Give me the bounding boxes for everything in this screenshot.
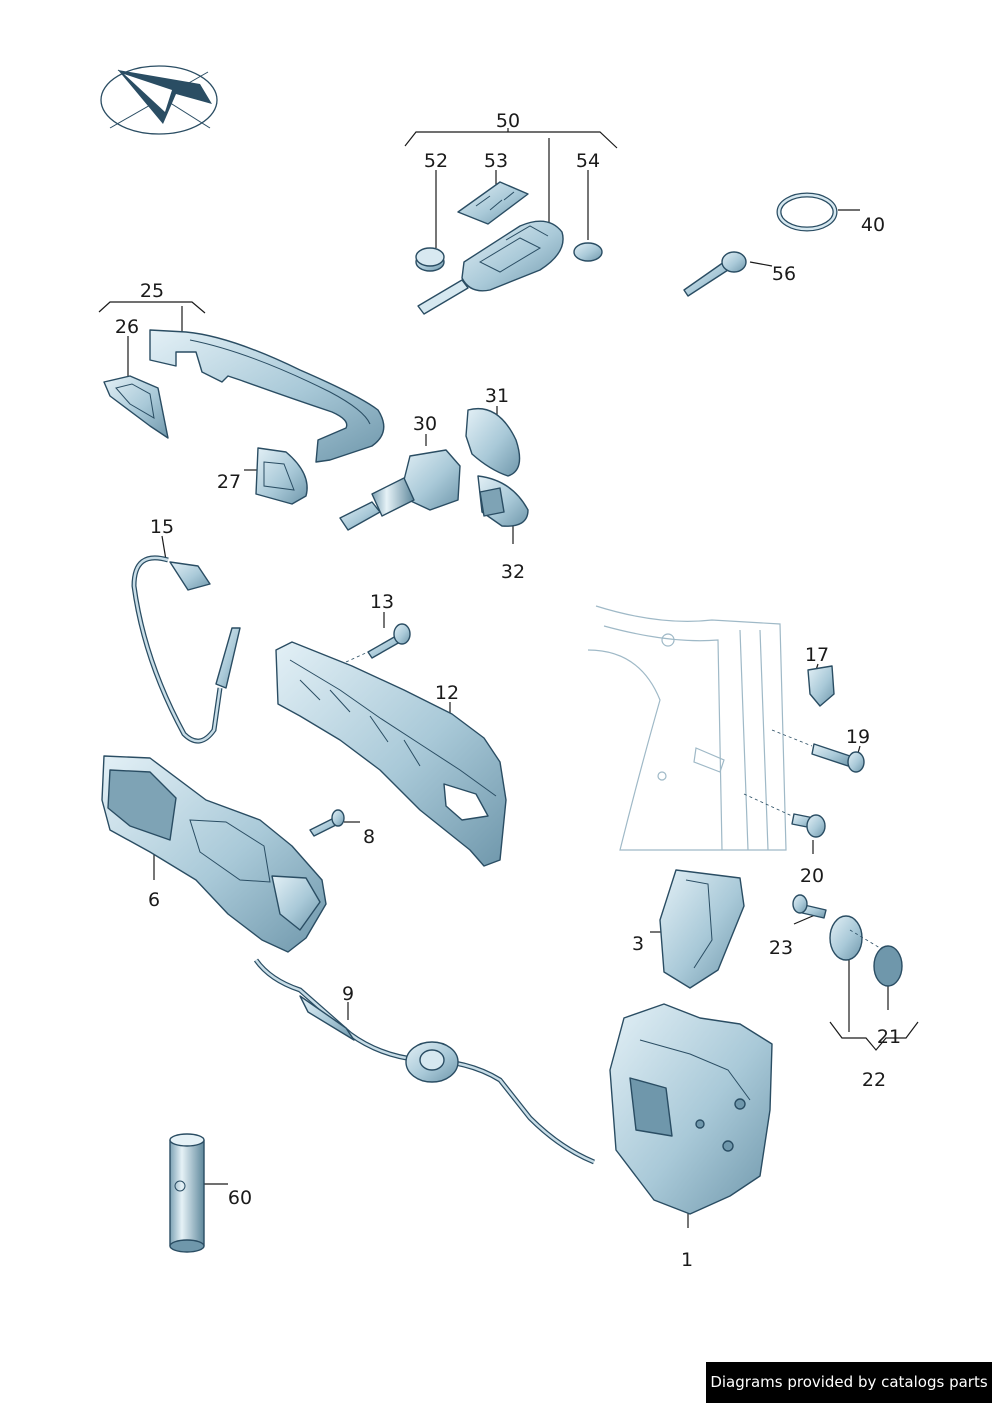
callout-56: 56 — [772, 263, 796, 285]
screw-8 — [309, 809, 345, 837]
door-pillar-panel — [587, 605, 787, 851]
handle-cap-cylinder — [477, 475, 529, 527]
handle-gasket-rear — [255, 447, 308, 505]
lock-cylinder — [339, 449, 461, 531]
cover-plate-set — [829, 915, 903, 987]
bowden-cable-lower — [253, 958, 595, 1165]
coin-battery — [415, 247, 445, 272]
callout-6: 6 — [148, 889, 160, 911]
screw-23 — [792, 894, 827, 919]
credit-banner: Diagrams provided by catalogs parts — [706, 1362, 992, 1403]
callout-53: 53 — [484, 150, 508, 172]
callout-40: 40 — [861, 214, 885, 236]
key-logo-badge — [573, 242, 603, 262]
callout-8: 8 — [363, 826, 375, 848]
callout-52: 52 — [424, 150, 448, 172]
callout-19: 19 — [846, 726, 870, 748]
callout-12: 12 — [435, 682, 459, 704]
striker-cover — [807, 665, 835, 707]
grease-can — [169, 1133, 205, 1253]
lock-bracket — [659, 869, 745, 989]
outer-door-handle — [149, 329, 385, 463]
remote-key — [417, 220, 564, 315]
callout-54: 54 — [576, 150, 600, 172]
handle-carrier-bracket — [275, 641, 507, 867]
key-button-cover — [457, 181, 529, 225]
logo-mark-icon — [100, 65, 218, 135]
callout-21: 21 — [877, 1026, 901, 1048]
emergency-key — [683, 251, 747, 297]
handle-gasket-front — [103, 375, 169, 439]
callout-3: 3 — [632, 933, 644, 955]
callout-22: 22 — [862, 1069, 886, 1091]
screw-13 — [345, 623, 411, 663]
callout-23: 23 — [769, 937, 793, 959]
callout-9: 9 — [342, 983, 354, 1005]
callout-26: 26 — [115, 316, 139, 338]
callout-1: 1 — [681, 1249, 693, 1271]
callout-13: 13 — [370, 591, 394, 613]
striker-bolt — [771, 729, 865, 773]
callout-50: 50 — [496, 110, 520, 132]
callout-20: 20 — [800, 865, 824, 887]
bowden-cable-upper — [131, 555, 241, 744]
callout-31: 31 — [485, 385, 509, 407]
callout-30: 30 — [413, 413, 437, 435]
handle-cap — [465, 408, 521, 477]
fixing-bolt — [743, 793, 826, 838]
inner-door-handle — [101, 755, 327, 953]
callout-27: 27 — [217, 471, 241, 493]
callout-15: 15 — [150, 516, 174, 538]
callout-32: 32 — [501, 561, 525, 583]
callout-17: 17 — [805, 644, 829, 666]
callout-60: 60 — [228, 1187, 252, 1209]
door-lock-unit — [609, 1003, 773, 1215]
o-ring — [776, 192, 838, 232]
callout-25: 25 — [140, 280, 164, 302]
callout-labels: 50 52 53 54 40 56 25 26 27 30 31 32 15 1… — [115, 110, 901, 1271]
